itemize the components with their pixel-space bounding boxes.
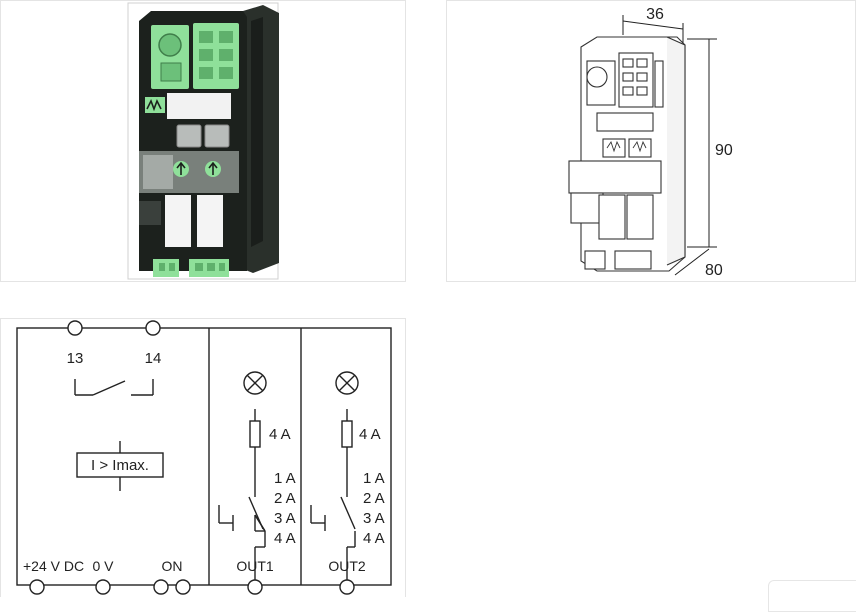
depth-dimension-label: 80: [705, 262, 723, 279]
lamp-icon: [335, 371, 359, 395]
label-plate: [167, 93, 231, 119]
out1-setting-label: 3 A: [274, 510, 296, 527]
circuit-diagram: 13 14 I > Imax. 4 A 1 A 2 A 3 A 4 A 4 A …: [16, 320, 392, 595]
terminal-on-icon: [175, 579, 191, 595]
terminal-supply-icon: [29, 579, 45, 595]
circuit-diagram-panel: 13 14 I > Imax. 4 A 1 A 2 A 3 A 4 A 4 A …: [0, 318, 406, 597]
depth-dimension-line: [674, 248, 710, 276]
out1-setting-label: 1 A: [274, 470, 296, 487]
terminal-out1-icon: [247, 579, 263, 595]
height-dimension-line: [687, 38, 717, 248]
product-photo-panel: [0, 0, 406, 282]
out1-fuse-label: 4 A: [269, 426, 291, 443]
selector-switch-symbol: [248, 496, 264, 530]
terminal-13-icon: [67, 320, 83, 336]
terminal-out2-icon: [339, 579, 355, 595]
out2-setting-label: 2 A: [363, 490, 385, 507]
height-dimension-label: 90: [715, 142, 733, 159]
circuit-frame: [16, 327, 392, 586]
fuse-symbol: [249, 420, 261, 448]
bottom-terminal: [153, 259, 179, 277]
on-terminal-label: ON: [162, 558, 183, 574]
terminal-on-icon: [153, 579, 169, 595]
out2-setting-label: 4 A: [363, 530, 385, 547]
out2-setting-label: 3 A: [363, 510, 385, 527]
terminal-ground-icon: [95, 579, 111, 595]
width-dimension-label: 36: [646, 6, 664, 23]
corner-fragment: [768, 580, 856, 612]
current-monitor-label: I > Imax.: [91, 457, 149, 474]
dimension-drawing-panel: 36 90 80: [446, 0, 856, 282]
contact-window: [197, 195, 223, 247]
relay-terminal-14-label: 14: [145, 350, 162, 367]
contact-window: [165, 195, 191, 247]
supply-terminal-label: +24 V DC: [23, 558, 84, 574]
out1-label: OUT1: [236, 558, 274, 574]
lamp-icon: [243, 371, 267, 395]
product-photo: [127, 2, 279, 280]
relay-contact-symbol: [92, 380, 126, 396]
out1-setting-label: 4 A: [274, 530, 296, 547]
terminal-14-icon: [145, 320, 161, 336]
out2-setting-label: 1 A: [363, 470, 385, 487]
out1-setting-label: 2 A: [274, 490, 296, 507]
dimension-drawing: 36 90 80: [568, 6, 733, 279]
selector-switch-symbol: [340, 496, 356, 530]
ground-terminal-label: 0 V: [92, 558, 114, 574]
width-dimension-line: [622, 15, 684, 43]
relay-terminal-13-label: 13: [67, 350, 84, 367]
out2-label: OUT2: [328, 558, 366, 574]
fuse-symbol: [341, 420, 353, 448]
out2-fuse-label: 4 A: [359, 426, 381, 443]
